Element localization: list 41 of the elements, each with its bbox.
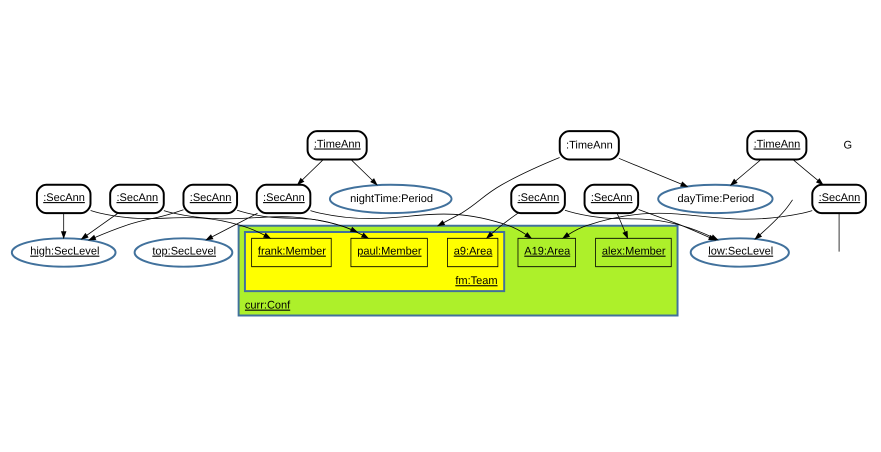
node-box: A19:Area xyxy=(518,237,576,267)
arrow xyxy=(792,158,824,185)
arrow xyxy=(163,210,358,232)
arrow xyxy=(88,208,184,240)
arrow xyxy=(90,210,272,238)
node-ellipse: high:SecLevel xyxy=(10,236,117,268)
arrow xyxy=(486,212,518,238)
node-box: :SecAnn xyxy=(109,183,165,214)
arrow xyxy=(236,209,370,238)
arrow xyxy=(310,210,532,238)
arrow xyxy=(616,212,628,239)
node-box: :TimeAnn xyxy=(746,130,808,160)
arrow xyxy=(562,210,813,238)
node-box: frank:Member xyxy=(251,237,332,267)
connector xyxy=(838,212,840,252)
arrow xyxy=(296,158,324,185)
node-box: paul:Member xyxy=(350,237,428,267)
node-ellipse: low:SecLevel xyxy=(690,236,790,268)
arrow xyxy=(618,157,688,186)
node-ellipse: nightTime:Period xyxy=(328,183,453,214)
node-box: :SecAnn xyxy=(256,183,312,214)
node-box: :SecAnn xyxy=(811,183,867,214)
arrow xyxy=(436,156,560,226)
arrow xyxy=(754,198,793,240)
arrow xyxy=(205,212,258,240)
arrow xyxy=(730,158,762,186)
node-box: alex:Member xyxy=(595,237,672,267)
arrow xyxy=(80,212,118,240)
node-box: :SecAnn xyxy=(182,183,238,214)
node-box: :SecAnn xyxy=(510,183,566,214)
node-box: :TimeAnn xyxy=(306,130,368,160)
arrow xyxy=(60,212,66,239)
node-box: :SecAnn xyxy=(36,183,92,214)
node-box: :SecAnn xyxy=(584,183,640,214)
node-ellipse: top:SecLevel xyxy=(134,236,234,268)
node-box: :TimeAnn xyxy=(558,130,620,160)
label: G xyxy=(843,138,852,151)
arrow xyxy=(638,208,716,240)
node-ellipse: dayTime:Period xyxy=(657,183,774,214)
arrow xyxy=(350,158,378,186)
node-box: a9:Area xyxy=(447,237,498,267)
